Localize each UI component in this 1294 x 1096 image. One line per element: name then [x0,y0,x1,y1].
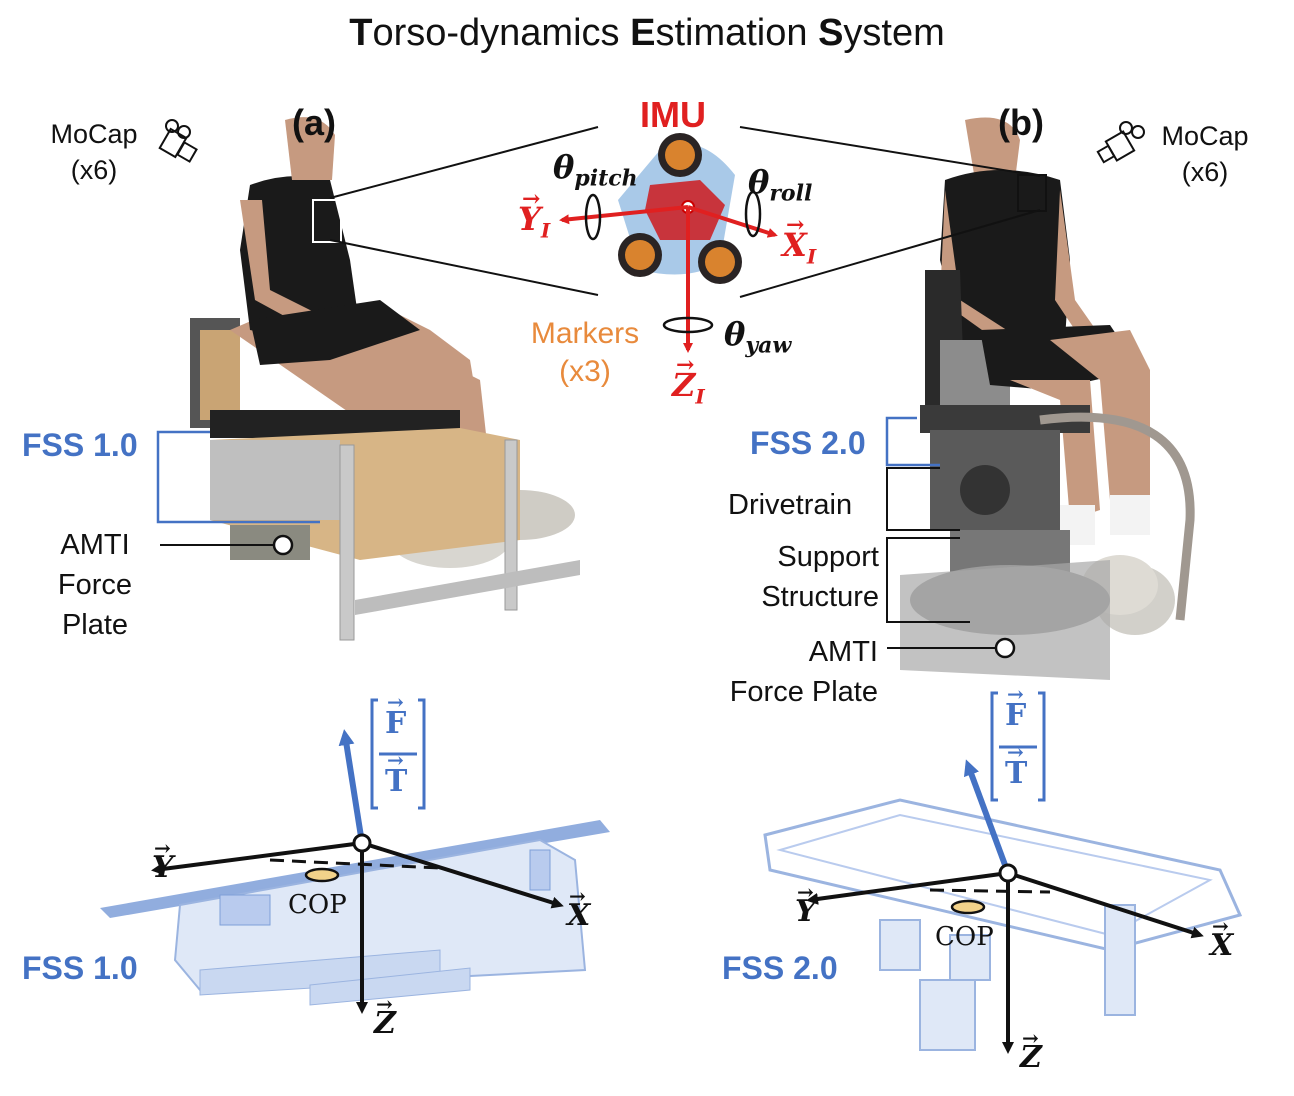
imu-inset [559,133,778,353]
force-plate-label-a: AMTI Force Plate [57,529,133,641]
wrench-bracket-b [990,691,1046,802]
panel-label-a: (a) [292,102,336,143]
markers-label: Markers(x3) [530,317,640,388]
camera-icon [1096,121,1145,164]
imu-x-axis-label: → XI [782,212,817,269]
cad-fss1-z-label: → Z [374,992,396,1041]
cad-fss1-cop-label: COP [288,890,347,920]
cad-fss2-z-label: → Z [1020,1026,1042,1075]
cad-fss1-torque-label: → T [385,748,408,799]
cad-fss2-x-label: → X [1210,914,1234,963]
mocap-label-a: MoCap(x6) [50,119,138,185]
fss2-label: FSS 2.0 [750,425,866,461]
fss1-label: FSS 1.0 [22,427,138,463]
imu-z-axis-label: → ZI [672,352,705,409]
callouts-b [885,416,1016,659]
cad-fss1 [100,729,610,1014]
drivetrain-label: Drivetrain [728,489,853,521]
cad-fss1-x-label: → X [567,884,591,933]
photo-fss1 [190,117,580,641]
cad-fss2-cop-label: COP [935,922,994,952]
cad-fss2-label: FSS 2.0 [722,950,838,986]
cad-fss1-y-label: → Y [152,836,174,885]
panel-label-b: (b) [998,102,1044,143]
cad-fss2 [763,759,1243,1054]
imu-y-axis-label: → YI [518,186,551,243]
theta-pitch-label: θpitch [553,148,638,192]
callouts-a [156,430,320,556]
cad-fss1-force-label: → F [385,690,407,741]
cad-fss2-force-label: → F [1005,682,1027,733]
photo-fss2 [900,117,1195,680]
theta-yaw-label: θyaw [724,315,792,359]
camera-icon [158,119,198,163]
cad-fss2-y-label: → Y [795,880,817,929]
mocap-label-b: MoCap(x6) [1161,121,1249,187]
imu-title: IMU [640,94,706,135]
theta-roll-label: θroll [748,163,813,207]
cad-fss1-label: FSS 1.0 [22,950,138,986]
page-title: Torso-dynamics Estimation System [349,12,945,54]
wrench-bracket-a [370,698,426,810]
cad-fss2-torque-label: → T [1005,740,1028,791]
